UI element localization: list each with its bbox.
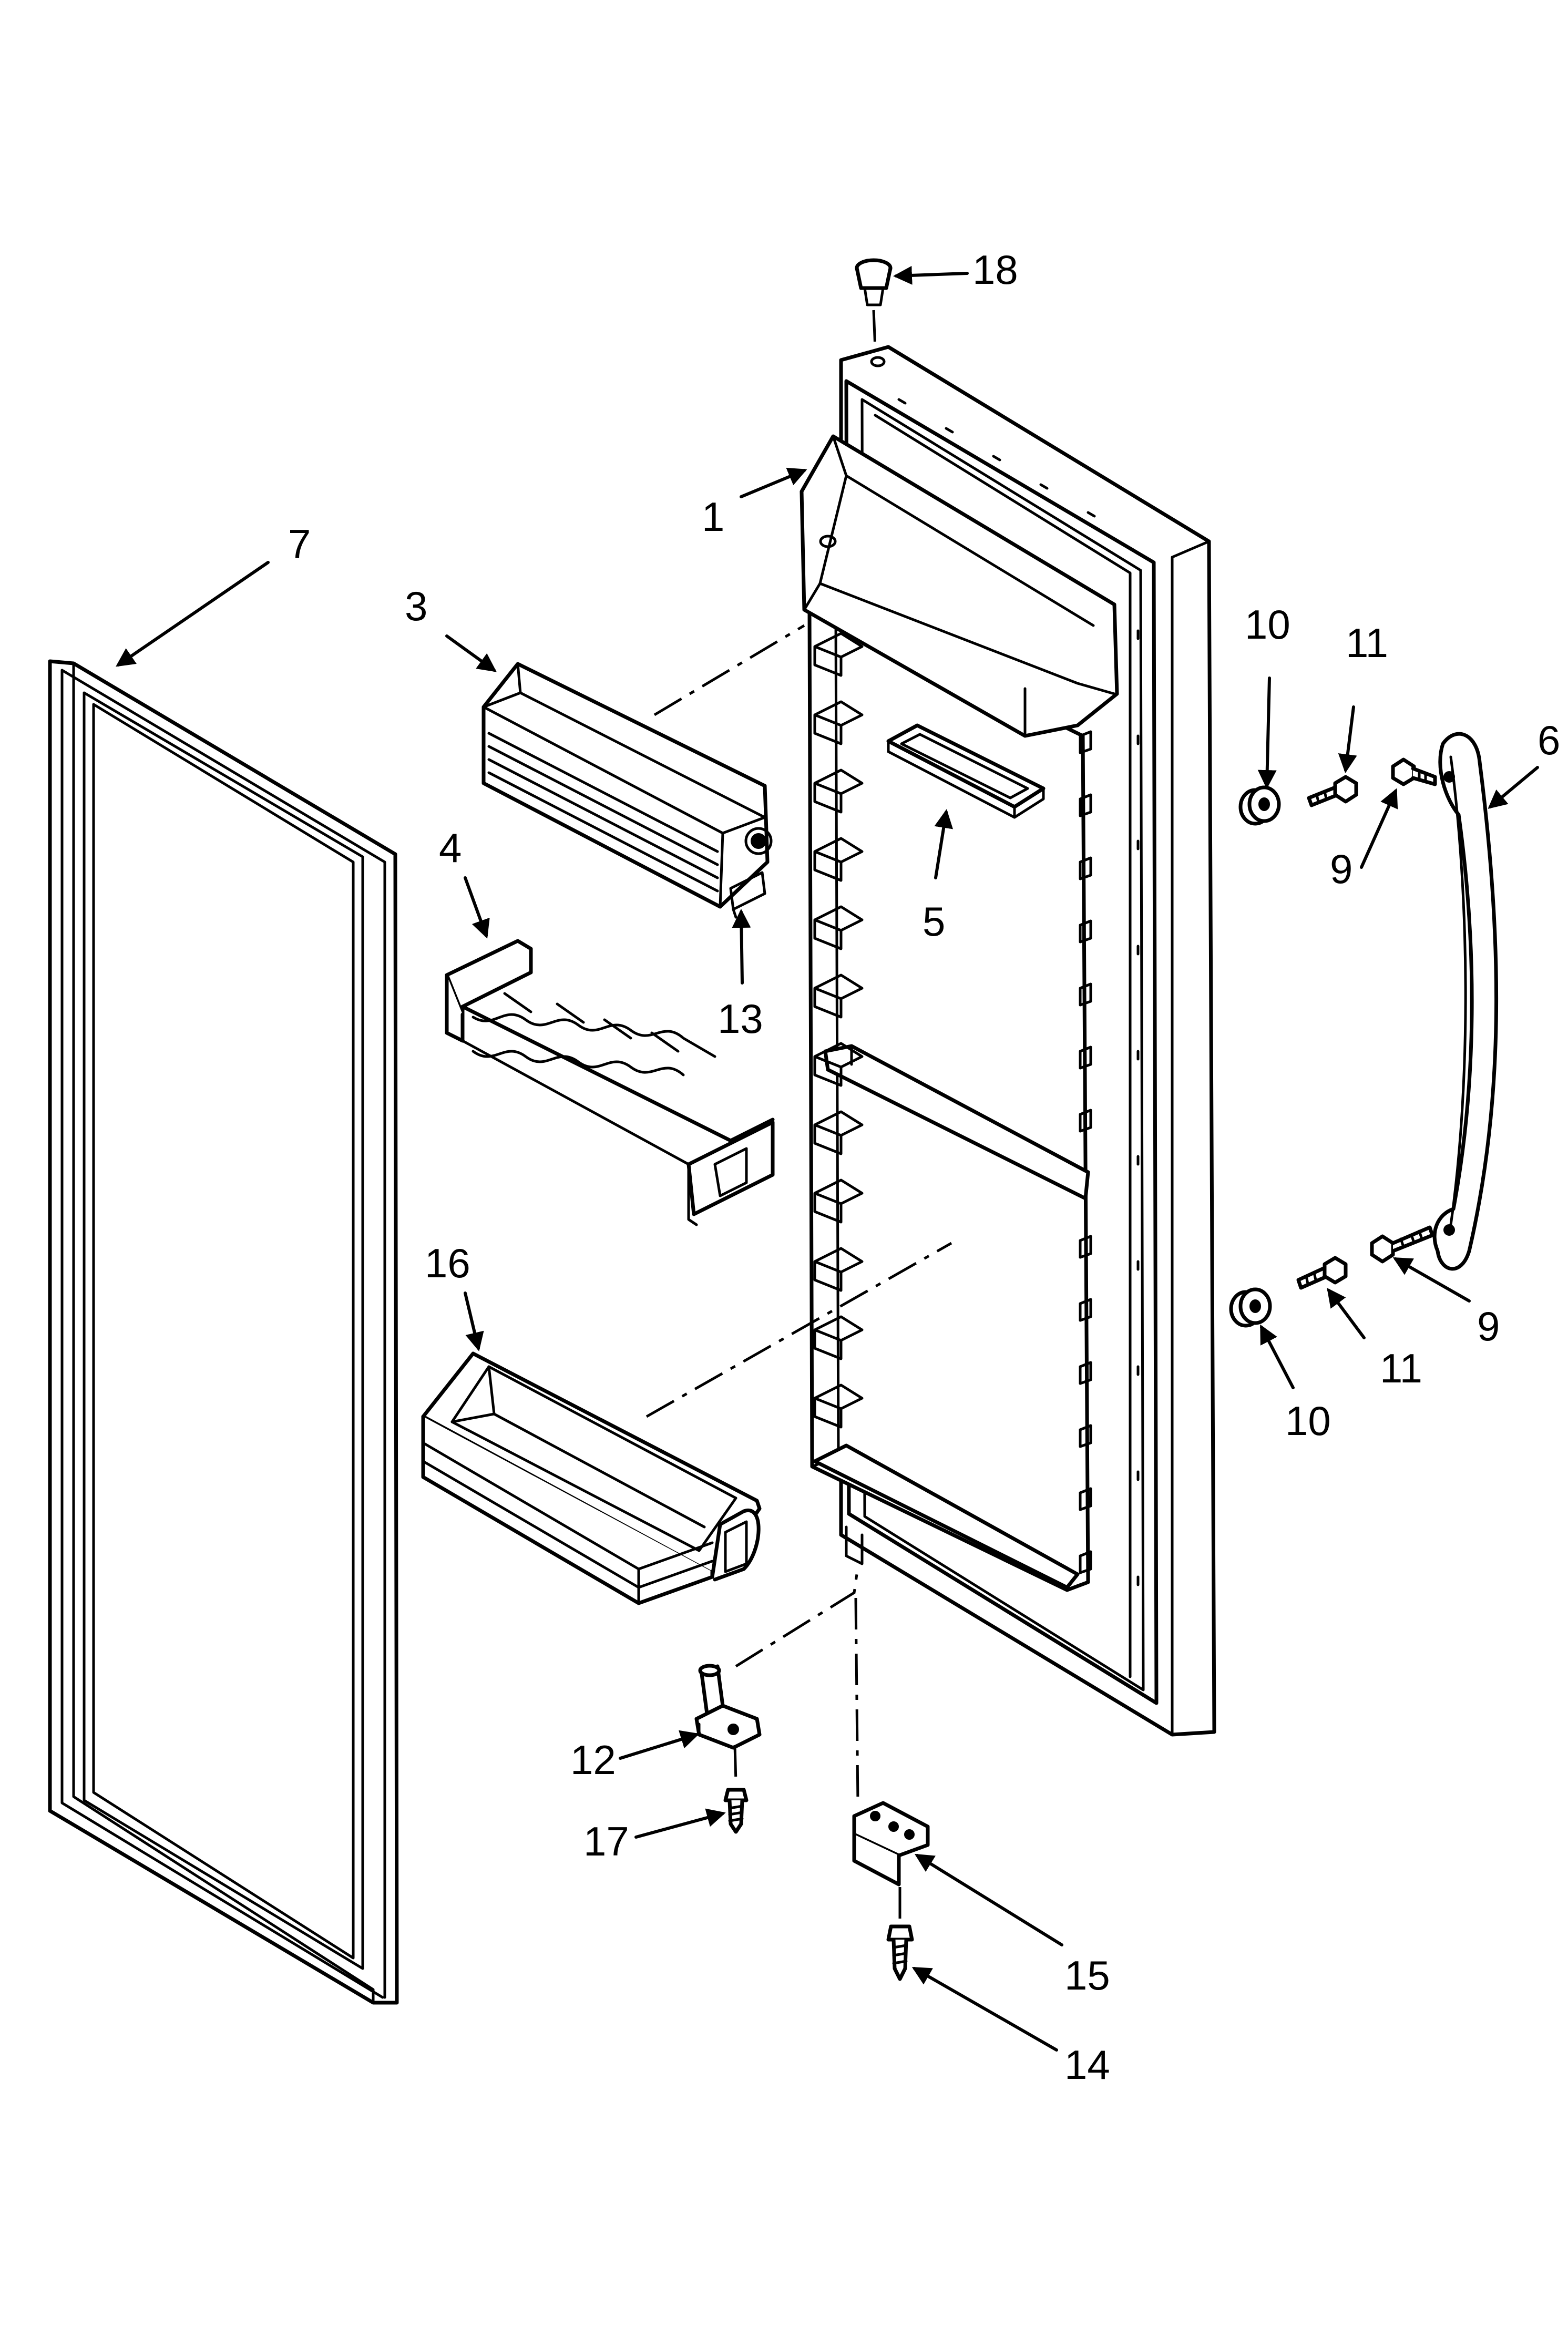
callout-7: 7 bbox=[288, 521, 311, 567]
callout-11-upper: 11 bbox=[1346, 620, 1388, 666]
lower-handle-screw bbox=[1370, 1225, 1434, 1264]
door-handle bbox=[1432, 732, 1499, 1271]
callout-6: 6 bbox=[1538, 717, 1560, 763]
lower-hinge bbox=[694, 1574, 858, 1750]
callout-12: 12 bbox=[570, 1737, 616, 1783]
callout-1: 1 bbox=[702, 494, 724, 540]
callout-18: 18 bbox=[972, 247, 1018, 293]
callout-16: 16 bbox=[425, 1240, 470, 1286]
top-hinge-bushing bbox=[855, 258, 893, 350]
egg-bin bbox=[445, 939, 775, 1226]
callout-15: 15 bbox=[1064, 1952, 1110, 1998]
shelf-ribs-left bbox=[813, 632, 864, 1429]
callout-10-upper: 10 bbox=[1245, 601, 1290, 648]
door-bin bbox=[421, 1242, 952, 1605]
upper-mount-screw bbox=[1307, 775, 1358, 807]
small-tray bbox=[886, 723, 1046, 819]
callout-11-lower: 11 bbox=[1380, 1345, 1422, 1391]
lower-mount-screw bbox=[1296, 1256, 1348, 1290]
door-liner-assembly bbox=[800, 345, 1216, 1737]
callout-5: 5 bbox=[923, 898, 945, 945]
callout-3: 3 bbox=[405, 583, 427, 629]
upper-spacer bbox=[1238, 785, 1281, 826]
bracket-screw bbox=[886, 1887, 914, 1981]
callout-4: 4 bbox=[439, 825, 462, 871]
upper-handle-screw bbox=[1391, 757, 1437, 786]
callout-14: 14 bbox=[1064, 2042, 1110, 2088]
shelf-ribs-right bbox=[1079, 730, 1092, 1574]
dairy-door bbox=[481, 624, 805, 909]
hinge-screw bbox=[723, 1745, 749, 1834]
callout-9-upper: 9 bbox=[1330, 846, 1352, 892]
callout-labels: 18 1 7 3 4 5 13 10 11 6 9 9 11 10 16 12 … bbox=[288, 247, 1560, 2088]
callout-17: 17 bbox=[583, 1818, 629, 1864]
callout-9-lower: 9 bbox=[1477, 1303, 1500, 1349]
frame-dimples bbox=[897, 398, 1140, 1586]
callout-10-lower: 10 bbox=[1285, 1398, 1331, 1444]
door-gasket bbox=[48, 659, 399, 2005]
callout-13: 13 bbox=[718, 996, 763, 1042]
lower-spacer bbox=[1229, 1287, 1272, 1328]
leader-lines bbox=[116, 265, 1539, 2052]
hinge-bracket bbox=[852, 1597, 930, 1887]
